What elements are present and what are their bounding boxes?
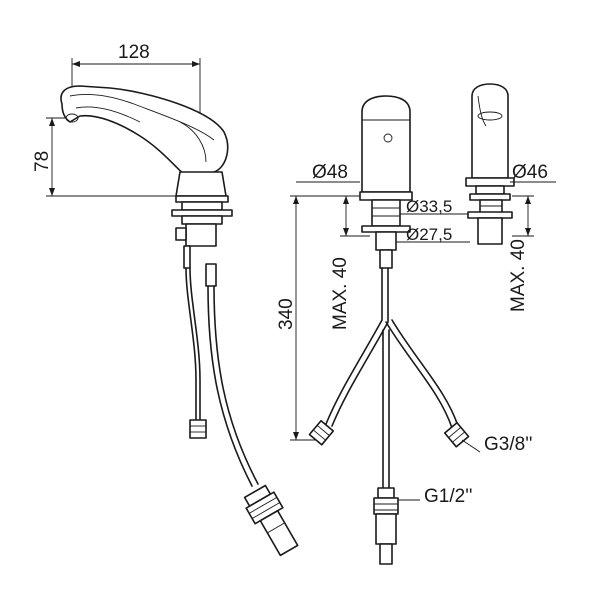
right-side-view: Ø46 MAX. 40 xyxy=(465,83,556,312)
dim-max-thickness-side: MAX. 40 xyxy=(508,239,529,312)
dim-body-diameter-front: Ø48 xyxy=(312,162,348,183)
side-profile-view: 128 78 xyxy=(32,42,299,557)
dim-body-diameter-side: Ø46 xyxy=(512,162,548,183)
dim-connection-large: G1/2'' xyxy=(424,486,472,507)
front-view: Ø48 Ø33,5 Ø27,5 340 MAX. 40 xyxy=(276,95,532,565)
dim-spout-reach: 128 xyxy=(118,42,150,63)
dim-thread-diameter: Ø33,5 xyxy=(406,197,452,216)
dim-hose-length: 340 xyxy=(276,298,297,330)
dim-max-thickness-front: MAX. 40 xyxy=(330,257,351,330)
dim-shank-diameter: Ø27,5 xyxy=(406,225,452,244)
dim-connection-small: G3/8'' xyxy=(484,434,532,455)
dim-height: 78 xyxy=(32,151,53,172)
